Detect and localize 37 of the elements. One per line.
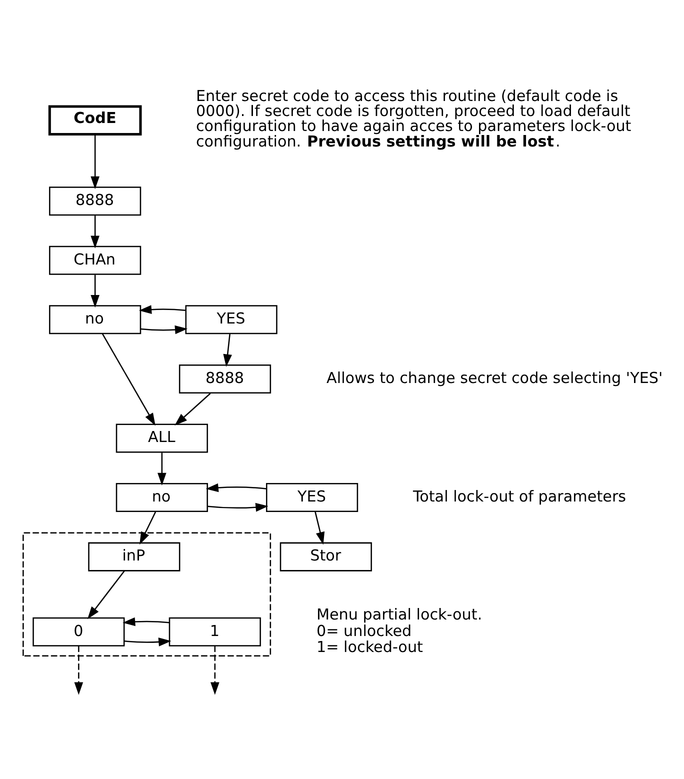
label: Total lock-out of parameters	[412, 487, 626, 506]
arrow	[122, 617, 170, 626]
arrow	[87, 570, 126, 620]
node-box: 1	[168, 617, 261, 646]
node-box: no	[116, 483, 208, 512]
arrow	[90, 216, 100, 248]
label: Enter secret code to access this routine (default code is 0000). If secret code is forgotten, proceed to load default configuration to have again acces to parameters lock-out configuration. Previous settings will be lost.	[196, 86, 632, 150]
arrow	[314, 512, 325, 545]
arrow	[138, 305, 186, 314]
node-box: no	[49, 305, 142, 334]
label: 1= locked-out	[316, 638, 423, 656]
arrow	[90, 274, 100, 308]
arrow	[74, 646, 84, 695]
arrow	[158, 452, 166, 486]
node-box: YES	[266, 483, 358, 512]
arrow	[206, 483, 266, 492]
arrow	[140, 325, 188, 334]
node-box: Stor	[280, 542, 372, 572]
node-box: 8888	[178, 364, 272, 394]
arrow	[210, 646, 220, 695]
label: Allows to change secret code selecting 'YES'	[326, 368, 663, 387]
arrow	[223, 334, 232, 367]
arrow	[174, 392, 211, 426]
arrow	[124, 638, 172, 646]
node-box: YES	[185, 305, 278, 334]
arrow	[102, 333, 156, 426]
node-box: inP	[88, 542, 180, 572]
arrow	[140, 512, 156, 545]
label: Menu partial lock-out.	[316, 605, 482, 624]
arrow	[90, 134, 100, 190]
node-box: CodE	[48, 105, 142, 136]
node-box: CHAn	[49, 246, 142, 275]
node-box: ALL	[116, 424, 208, 453]
node-box: 0	[32, 617, 125, 646]
label: 0= unlocked	[316, 622, 412, 640]
node-box: 8888	[49, 186, 142, 216]
arrow	[208, 502, 268, 512]
